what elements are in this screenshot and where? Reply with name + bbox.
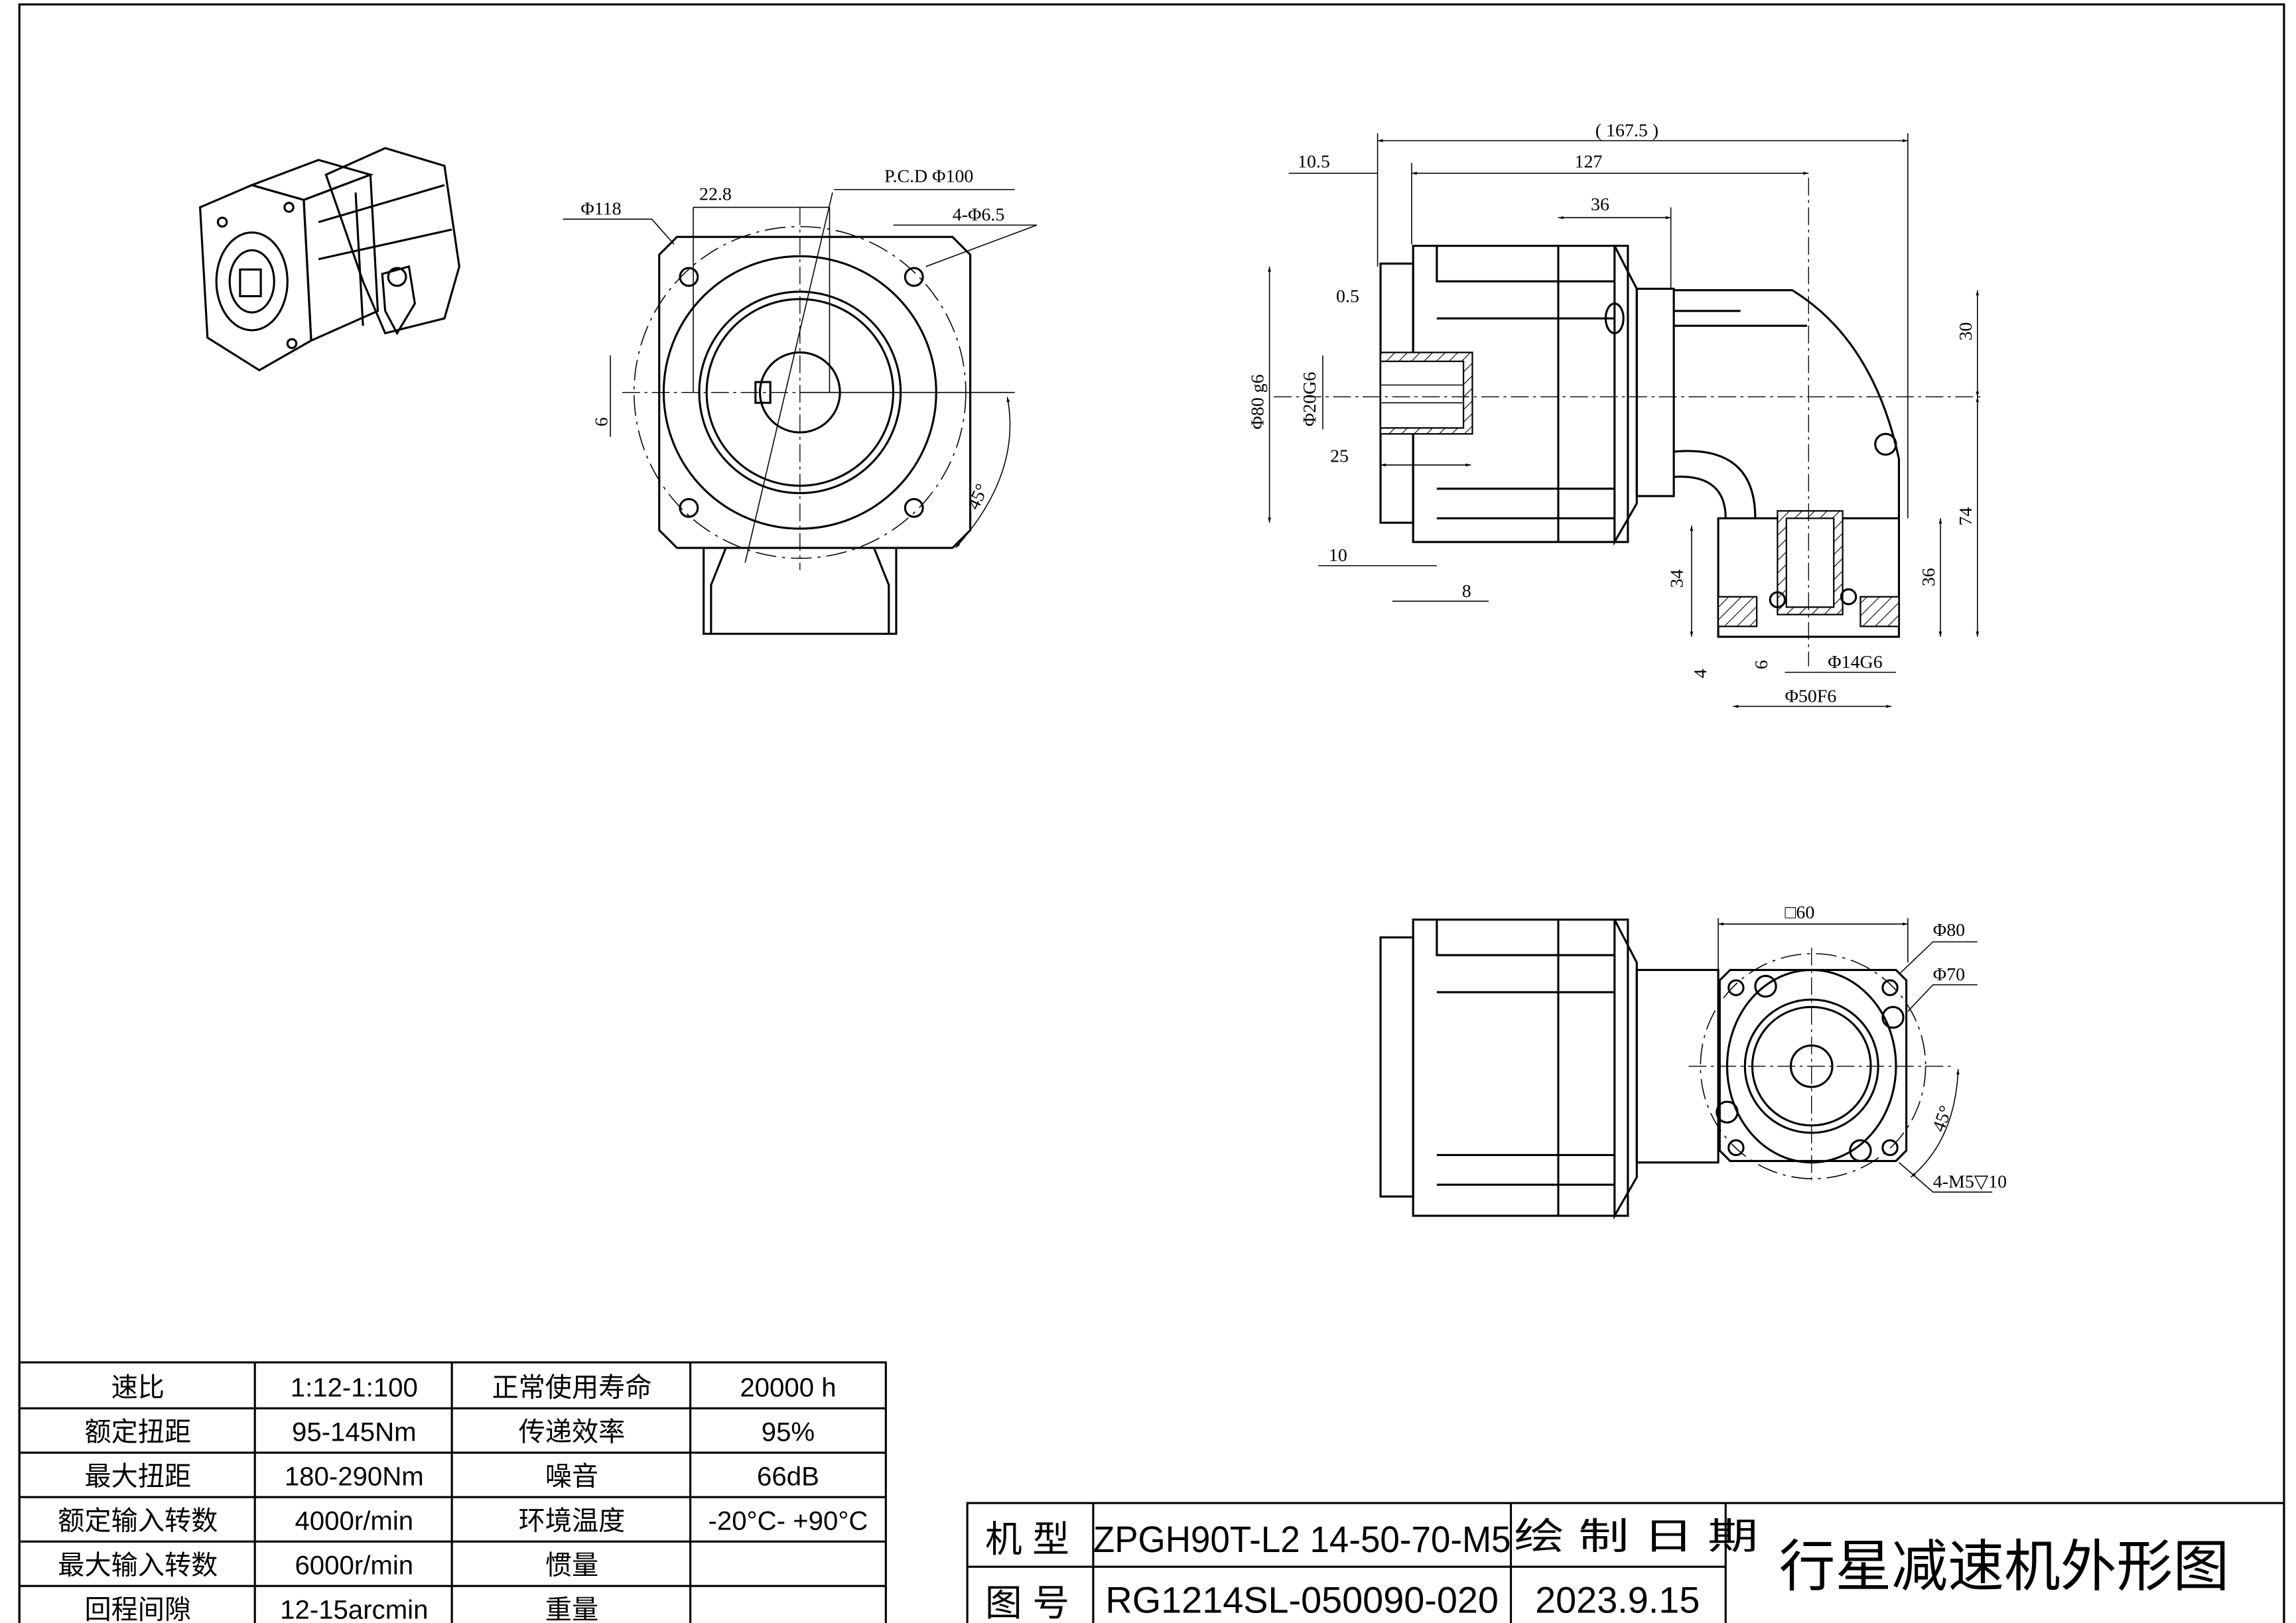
table-row: 最大扭距 180-290Nm 噪音 66dB xyxy=(84,1461,819,1491)
dim-4: 4 xyxy=(1690,669,1711,679)
dim-sq60: □60 xyxy=(1785,902,1815,923)
dim-d80: Φ80 xyxy=(1933,920,1965,941)
dim-127: 127 xyxy=(1575,151,1603,172)
dim-8: 8 xyxy=(1462,581,1471,602)
dim-overall: ( 167.5 ) xyxy=(1595,120,1658,141)
cell-label: 噪音 xyxy=(545,1461,598,1491)
dim-angle-bottom: 45° xyxy=(1928,1103,1956,1134)
dim-d80g6: Φ80 g6 xyxy=(1248,374,1268,429)
dim-thread: 4-M5▽10 xyxy=(1933,1172,2007,1193)
cell-label: 最大扭距 xyxy=(84,1461,191,1491)
cell-label: 传递效率 xyxy=(519,1417,626,1447)
dim-pcd: P.C.D Φ100 xyxy=(884,166,973,187)
dim-d14g6: Φ14G6 xyxy=(1828,652,1882,673)
model-value: ZPGH90T-L2 14-50-70-M5 xyxy=(1093,1518,1511,1560)
cell-label: 回程间隙 xyxy=(84,1594,191,1623)
spec-table: 速比 1:12-1:100 正常使用寿命 20000 h 额定扭距 95-145… xyxy=(18,1361,887,1623)
table-row: 最大输入转数 6000r/min 惯量 xyxy=(58,1550,598,1580)
cell-label: 惯量 xyxy=(545,1550,598,1580)
table-row: 额定输入转数 4000r/min 环境温度 -20°C- +90°C xyxy=(58,1506,868,1535)
dim-22-8: 22.8 xyxy=(699,184,732,204)
dim-10-5: 10.5 xyxy=(1298,151,1330,172)
dim-holes: 4-Φ6.5 xyxy=(953,205,1004,226)
drawing-no-label: 图 号 xyxy=(985,1582,1069,1623)
dim-10: 10 xyxy=(1329,545,1347,566)
dim-36-right: 36 xyxy=(1919,568,1939,586)
dim-6: 6 xyxy=(1751,660,1772,669)
cell-value: 95-145Nm xyxy=(292,1417,417,1447)
dim-d20g6: Φ20G6 xyxy=(1300,372,1320,426)
cell-value: 180-290Nm xyxy=(285,1461,424,1491)
dim-d70: Φ70 xyxy=(1933,964,1965,985)
cell-value: -20°C- +90°C xyxy=(709,1506,868,1535)
cell-value: 66dB xyxy=(757,1461,819,1491)
cell-label: 最大输入转数 xyxy=(58,1550,218,1580)
side-view: ( 167.5 ) 10.5 127 36 0.5 Φ80 g6 Φ20G6 2… xyxy=(1248,120,1985,708)
cell-value: 20000 h xyxy=(740,1372,836,1402)
sheet-border xyxy=(18,3,2285,1623)
dim-angle-front: 45° xyxy=(963,481,993,513)
model-label: 机 型 xyxy=(985,1518,1069,1560)
front-view: Φ118 22.8 P.C.D Φ100 4-Φ6.5 6 45° xyxy=(563,166,1038,635)
dim-34: 34 xyxy=(1666,569,1687,588)
drawing-date: 2023.9.15 xyxy=(1535,1579,1700,1620)
bottom-view: □60 Φ80 Φ70 45° 4-M5▽10 xyxy=(1379,902,2007,1220)
cell-label: 速比 xyxy=(111,1372,165,1402)
cell-value: 6000r/min xyxy=(295,1550,413,1580)
title-block: 机 型 ZPGH90T-L2 14-50-70-M5 绘 制 日 期 图 号 R… xyxy=(966,1502,2285,1623)
cell-label: 额定输入转数 xyxy=(58,1506,218,1535)
dim-d118: Φ118 xyxy=(580,199,621,220)
cell-label: 额定扭距 xyxy=(84,1417,191,1447)
dim-0-5: 0.5 xyxy=(1336,286,1359,306)
cell-value: 4000r/min xyxy=(295,1506,413,1535)
table-row: 速比 1:12-1:100 正常使用寿命 20000 h xyxy=(111,1372,837,1402)
dim-36-top: 36 xyxy=(1591,194,1609,215)
dim-d50f6: Φ50F6 xyxy=(1785,686,1837,706)
cell-value: 95% xyxy=(762,1417,815,1447)
drawing-title: 行星减速机外形图 xyxy=(1779,1535,2230,1598)
table-row: 额定扭距 95-145Nm 传递效率 95% xyxy=(84,1417,815,1447)
cell-label: 正常使用寿命 xyxy=(492,1372,651,1402)
cell-label: 环境温度 xyxy=(519,1506,626,1535)
table-row: 回程间隙 12-15arcmin 重量 xyxy=(84,1594,598,1623)
cell-value: 1:12-1:100 xyxy=(291,1372,418,1402)
isometric-view xyxy=(198,147,460,371)
cell-label: 重量 xyxy=(545,1594,598,1623)
cell-value: 12-15arcmin xyxy=(280,1594,428,1623)
dim-key-6: 6 xyxy=(592,417,612,426)
dim-30: 30 xyxy=(1956,322,1976,341)
date-label: 绘 制 日 期 xyxy=(1514,1515,1758,1557)
dim-25: 25 xyxy=(1330,446,1349,467)
drawing-no-value: RG1214SL-050090-020 xyxy=(1105,1579,1499,1620)
dim-74: 74 xyxy=(1956,507,1976,526)
